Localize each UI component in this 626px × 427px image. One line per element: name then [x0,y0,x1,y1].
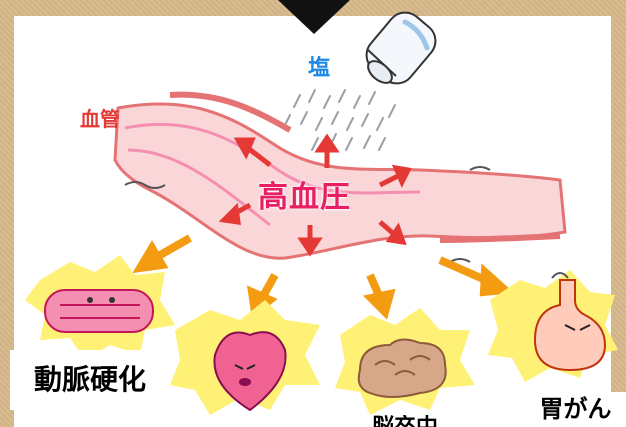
caption-stomach-cancer: 胃がん [525,392,626,427]
caption-arteriosclerosis: 動脈硬化 [10,350,170,410]
salt-label: 塩 [308,50,330,82]
heart-icon [170,300,320,415]
hypertension-label: 高血圧 [258,172,351,216]
salt-grains [284,90,395,150]
sclerosis-vessel-icon [25,255,175,360]
stomach-icon [488,270,618,382]
blood-vessel-label: 血管 [80,103,120,132]
top-marker-icon [278,0,350,34]
salt-shaker-icon [359,5,443,91]
caption-stroke: 脳卒中 [355,415,455,427]
brain-icon [335,308,475,415]
